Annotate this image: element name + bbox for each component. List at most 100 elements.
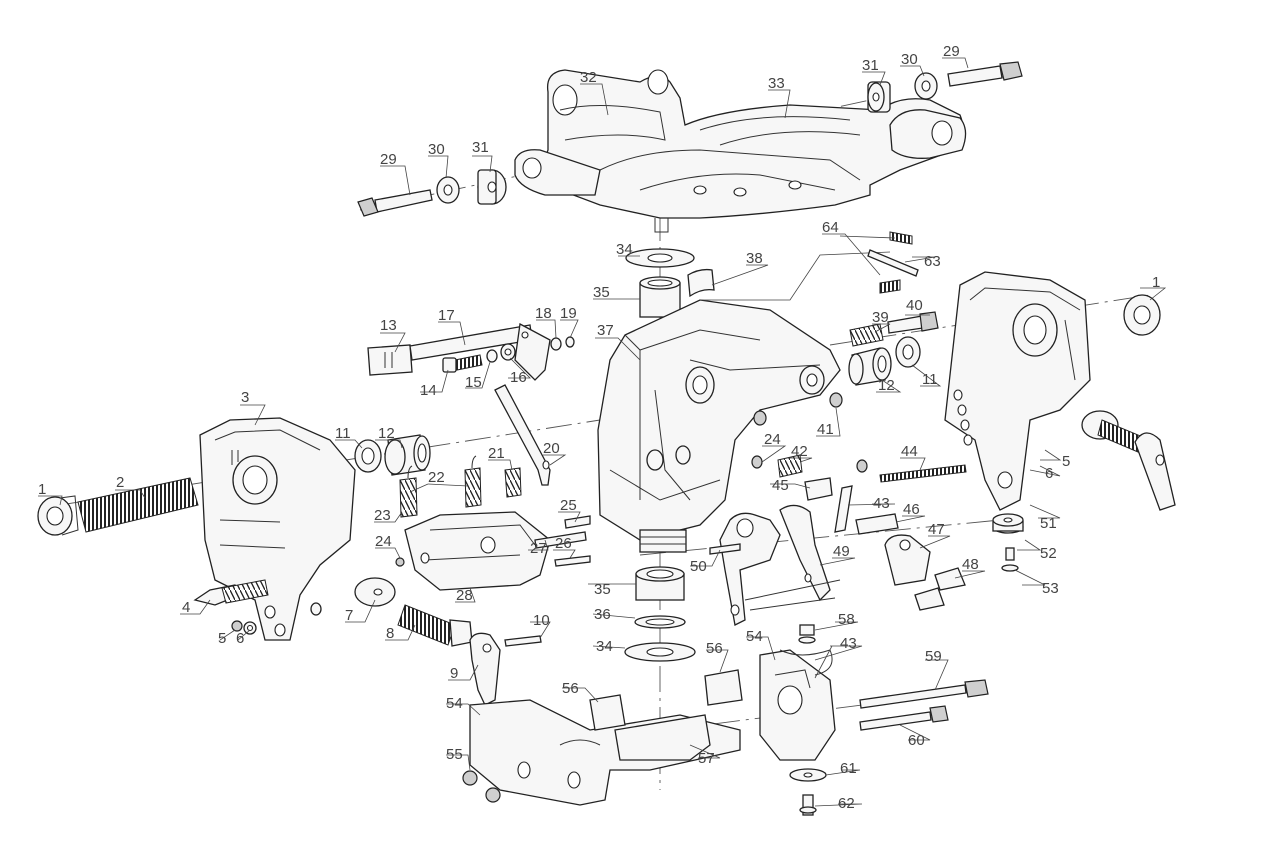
callout-50: 50 bbox=[690, 558, 707, 575]
callout-14: 14 bbox=[420, 382, 437, 399]
callout-62: 62 bbox=[838, 795, 855, 812]
bushing-35-lower bbox=[635, 566, 685, 601]
callout-31-right: 31 bbox=[862, 57, 879, 74]
block-56-right bbox=[704, 669, 743, 706]
nut-washer-5-6-left bbox=[231, 602, 322, 635]
callout-29-right: 29 bbox=[943, 43, 960, 60]
spring-21 bbox=[504, 467, 522, 498]
callout-11-right: 11 bbox=[922, 371, 938, 388]
upper-mount-bracket bbox=[514, 69, 967, 233]
bushing-12-right bbox=[848, 347, 892, 386]
washer-52-bolt-53 bbox=[992, 513, 1024, 572]
callout-8: 8 bbox=[386, 625, 394, 642]
callout-59: 59 bbox=[925, 648, 942, 665]
callout-37: 37 bbox=[597, 322, 614, 339]
callout-33: 33 bbox=[768, 75, 785, 92]
screw-14 bbox=[442, 354, 483, 373]
links-63-64 bbox=[867, 231, 919, 294]
nuts-55 bbox=[462, 770, 501, 803]
callout-19: 19 bbox=[560, 305, 577, 322]
link-rod-20 bbox=[494, 384, 551, 486]
washer-34-upper bbox=[625, 248, 695, 268]
callout-13: 13 bbox=[380, 317, 397, 334]
callout-45: 45 bbox=[772, 477, 789, 494]
callout-63: 63 bbox=[924, 253, 941, 270]
bolt-right-upper bbox=[947, 61, 1023, 87]
half-shell-38 bbox=[687, 268, 715, 298]
callout-25: 25 bbox=[560, 497, 577, 514]
callout-40: 40 bbox=[906, 297, 923, 314]
callout-22: 22 bbox=[428, 469, 445, 486]
lever-assembly-49 bbox=[709, 504, 841, 626]
bracket-47-48 bbox=[884, 534, 966, 611]
callout-21: 21 bbox=[488, 445, 505, 462]
right-clamp-bracket bbox=[944, 271, 1091, 511]
washer-11-right bbox=[895, 336, 921, 368]
callout-57: 57 bbox=[698, 750, 715, 767]
callout-23: 23 bbox=[374, 507, 391, 524]
callout-43-upper: 43 bbox=[873, 495, 890, 512]
callout-53: 53 bbox=[1042, 580, 1059, 597]
callout-42: 42 bbox=[791, 443, 808, 460]
callout-3: 3 bbox=[241, 389, 249, 406]
bolts-59-60 bbox=[859, 679, 989, 731]
callout-36: 36 bbox=[594, 606, 611, 623]
callout-61: 61 bbox=[840, 760, 857, 777]
callout-54-left: 54 bbox=[446, 695, 463, 712]
callout-28: 28 bbox=[456, 587, 473, 604]
bushing-left-upper bbox=[436, 169, 507, 205]
callout-30-left: 30 bbox=[428, 141, 445, 158]
callout-38: 38 bbox=[746, 250, 763, 267]
callout-7: 7 bbox=[345, 607, 353, 624]
small-parts-41-46 bbox=[751, 392, 967, 535]
callout-27: 27 bbox=[530, 540, 547, 557]
callout-24-left: 24 bbox=[375, 533, 392, 550]
callout-6-right: 6 bbox=[1045, 465, 1053, 482]
callout-41: 41 bbox=[817, 421, 834, 438]
callout-6-left: 6 bbox=[236, 630, 244, 647]
nut-1-left bbox=[37, 495, 79, 536]
callout-54-right: 54 bbox=[746, 628, 763, 645]
block-56-left bbox=[589, 694, 626, 731]
tilt-bracket-28 bbox=[404, 511, 551, 591]
callout-43-lower: 43 bbox=[840, 635, 857, 652]
clamp-screw-2 bbox=[77, 477, 199, 533]
callout-35-upper: 35 bbox=[593, 284, 610, 301]
bushing-right-upper bbox=[867, 72, 938, 113]
screw-8 bbox=[397, 604, 473, 647]
callout-5-left: 5 bbox=[218, 630, 226, 647]
callout-12-right: 12 bbox=[878, 377, 895, 394]
lever-9 bbox=[469, 632, 542, 706]
lever-handle-4 bbox=[193, 579, 269, 606]
callout-16: 16 bbox=[510, 369, 527, 386]
callout-11-left: 11 bbox=[335, 425, 351, 442]
callout-10: 10 bbox=[533, 612, 550, 629]
callout-56-right: 56 bbox=[706, 640, 723, 657]
callout-35-lower: 35 bbox=[594, 581, 611, 598]
callout-20: 20 bbox=[543, 440, 560, 457]
callout-5-right: 5 bbox=[1062, 453, 1070, 470]
callout-24-right: 24 bbox=[764, 431, 781, 448]
callout-56-left: 56 bbox=[562, 680, 579, 697]
spring-39-bolt-40 bbox=[849, 311, 939, 347]
callout-34-lower: 34 bbox=[596, 638, 613, 655]
callout-32: 32 bbox=[580, 69, 597, 86]
callout-55: 55 bbox=[446, 746, 463, 763]
callout-9: 9 bbox=[450, 665, 458, 682]
callout-30-right: 30 bbox=[901, 51, 918, 68]
springs-22 bbox=[399, 455, 482, 518]
washers-15-16-18-19 bbox=[486, 336, 575, 363]
callout-49: 49 bbox=[833, 543, 850, 560]
bushing-35-upper bbox=[639, 276, 681, 318]
callout-29-left: 29 bbox=[380, 151, 397, 168]
bolt-left-upper bbox=[357, 189, 433, 217]
knob-7 bbox=[354, 577, 396, 607]
callout-31-left: 31 bbox=[472, 139, 489, 156]
callout-34-upper: 34 bbox=[616, 241, 633, 258]
callout-48: 48 bbox=[962, 556, 979, 573]
callout-39: 39 bbox=[872, 309, 889, 326]
callout-1-right: 1 bbox=[1152, 274, 1160, 291]
left-clamp-bracket bbox=[199, 417, 356, 641]
callout-26: 26 bbox=[555, 535, 572, 552]
